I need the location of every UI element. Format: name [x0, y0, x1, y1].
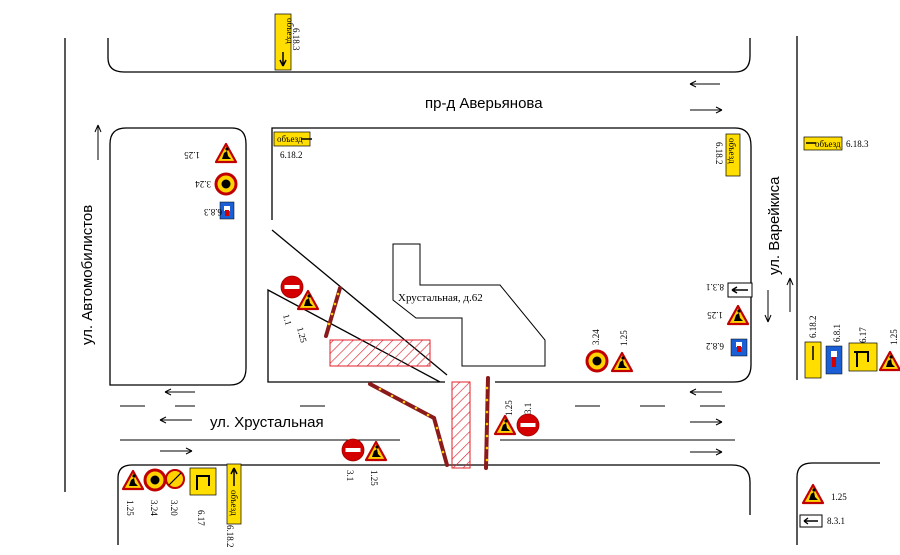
code-1-25-bottom-right: 1.25	[831, 492, 847, 502]
code-3-24: 3.24	[149, 500, 159, 516]
sign-6-8-2-right-block: 6.8.2	[706, 338, 748, 357]
code-6-18-3-right: 6.18.3	[846, 139, 869, 149]
detour-sign-far-right: объезд 6.18.3	[803, 136, 869, 151]
sign-1-25-left-block: 1.25	[184, 142, 238, 164]
code-1-1-island: 1.1	[281, 313, 294, 326]
fence-barriers	[324, 286, 490, 470]
sign-1-25-right-building: 1.25	[610, 330, 634, 373]
code-1-25: 1.25	[619, 330, 629, 346]
detour-sign-right-vertical: объезд 6.18.2	[714, 133, 741, 177]
building-label: Хрустальная, д.62	[398, 292, 483, 304]
bottom-right-signs: 1.25 8.3.1	[799, 483, 847, 528]
code-3-24: 3.24	[591, 329, 601, 345]
code-1-25-island: 1.25	[295, 326, 309, 344]
sign-1-25-right-block: 1.25	[707, 304, 750, 326]
detour-text: объезд	[277, 134, 303, 144]
bottom-left-sign-cluster: 1.25 3.24 3.20 6.17 объезд 6.18.2	[121, 463, 242, 548]
code-6-18-2-block: 6.18.2	[280, 150, 303, 160]
sign-1-25-road: 1.25	[364, 440, 388, 486]
code-1-25: 1.25	[184, 150, 200, 160]
detour-text: объезд	[285, 18, 295, 44]
code-8-3-1: 8.3.1	[706, 282, 724, 292]
sign-3-1-road: 3.1	[341, 438, 365, 481]
code-6-18-2-far: 6.18.2	[808, 316, 818, 339]
street-khrustalnaya: ул. Хрустальная	[210, 414, 324, 431]
detour-sign-block: объезд 6.18.2	[273, 131, 312, 160]
code-3-24: 3.24	[195, 179, 211, 189]
sign-3-24-right-building: 3.24	[585, 329, 609, 373]
sign-8-3-1-right-block: 8.3.1	[706, 282, 753, 298]
sign-1-25-crossing: 1.25	[493, 400, 517, 436]
code-6-8-1: 6.8.1	[832, 324, 842, 342]
code-8-3-1-bottom-right: 8.3.1	[827, 516, 845, 526]
code-6-17-far: 6.17	[858, 327, 868, 343]
street-averyanova: пр-д Аверьянова	[425, 95, 543, 112]
code-6-18-3-top: 6.18.3	[291, 28, 301, 51]
code-1-25: 1.25	[504, 400, 514, 416]
detour-sign-top: объезд 6.18.3	[274, 13, 301, 71]
code-1-25: 1.25	[369, 470, 379, 486]
code-1-25: 1.25	[125, 500, 135, 516]
sign-3-1-crossing: 3.1	[516, 403, 540, 437]
sign-3-1-island	[280, 275, 304, 299]
code-1-25-far: 1.25	[889, 329, 899, 345]
code-6-18-2-bottom: 6.18.2	[225, 525, 235, 548]
code-6-18-2-right: 6.18.2	[714, 142, 724, 165]
traffic-arrows	[94, 80, 794, 456]
lane-markings	[120, 405, 735, 441]
code-3-1: 3.1	[523, 403, 533, 414]
work-zone-hatch-vertical	[451, 381, 471, 469]
street-avtomobilistov: ул. Автомобилистов	[79, 205, 96, 345]
far-right-sign-cluster: 6.18.2 6.8.1 6.17 1.25	[804, 316, 900, 379]
work-zone-hatch-horizontal	[329, 339, 431, 367]
building-outline	[392, 243, 546, 367]
detour-text: объезд	[815, 139, 841, 149]
code-3-1: 3.1	[345, 470, 355, 481]
code-6-17: 6.17	[196, 510, 206, 526]
sign-3-24-left-block: 3.24	[195, 172, 238, 196]
street-vareikisa: ул. Варейкиса	[766, 176, 783, 275]
sign-6-8-3-left-block: 6.8.3	[204, 201, 235, 220]
code-1-25: 1.25	[707, 310, 723, 320]
code-6-8-2: 6.8.2	[706, 341, 724, 351]
code-3-20: 3.20	[169, 500, 179, 516]
detour-text: объезд	[229, 490, 239, 516]
code-6-8-3: 6.8.3	[204, 207, 223, 217]
road-curbs	[64, 36, 880, 545]
detour-text: объезд	[727, 138, 737, 164]
